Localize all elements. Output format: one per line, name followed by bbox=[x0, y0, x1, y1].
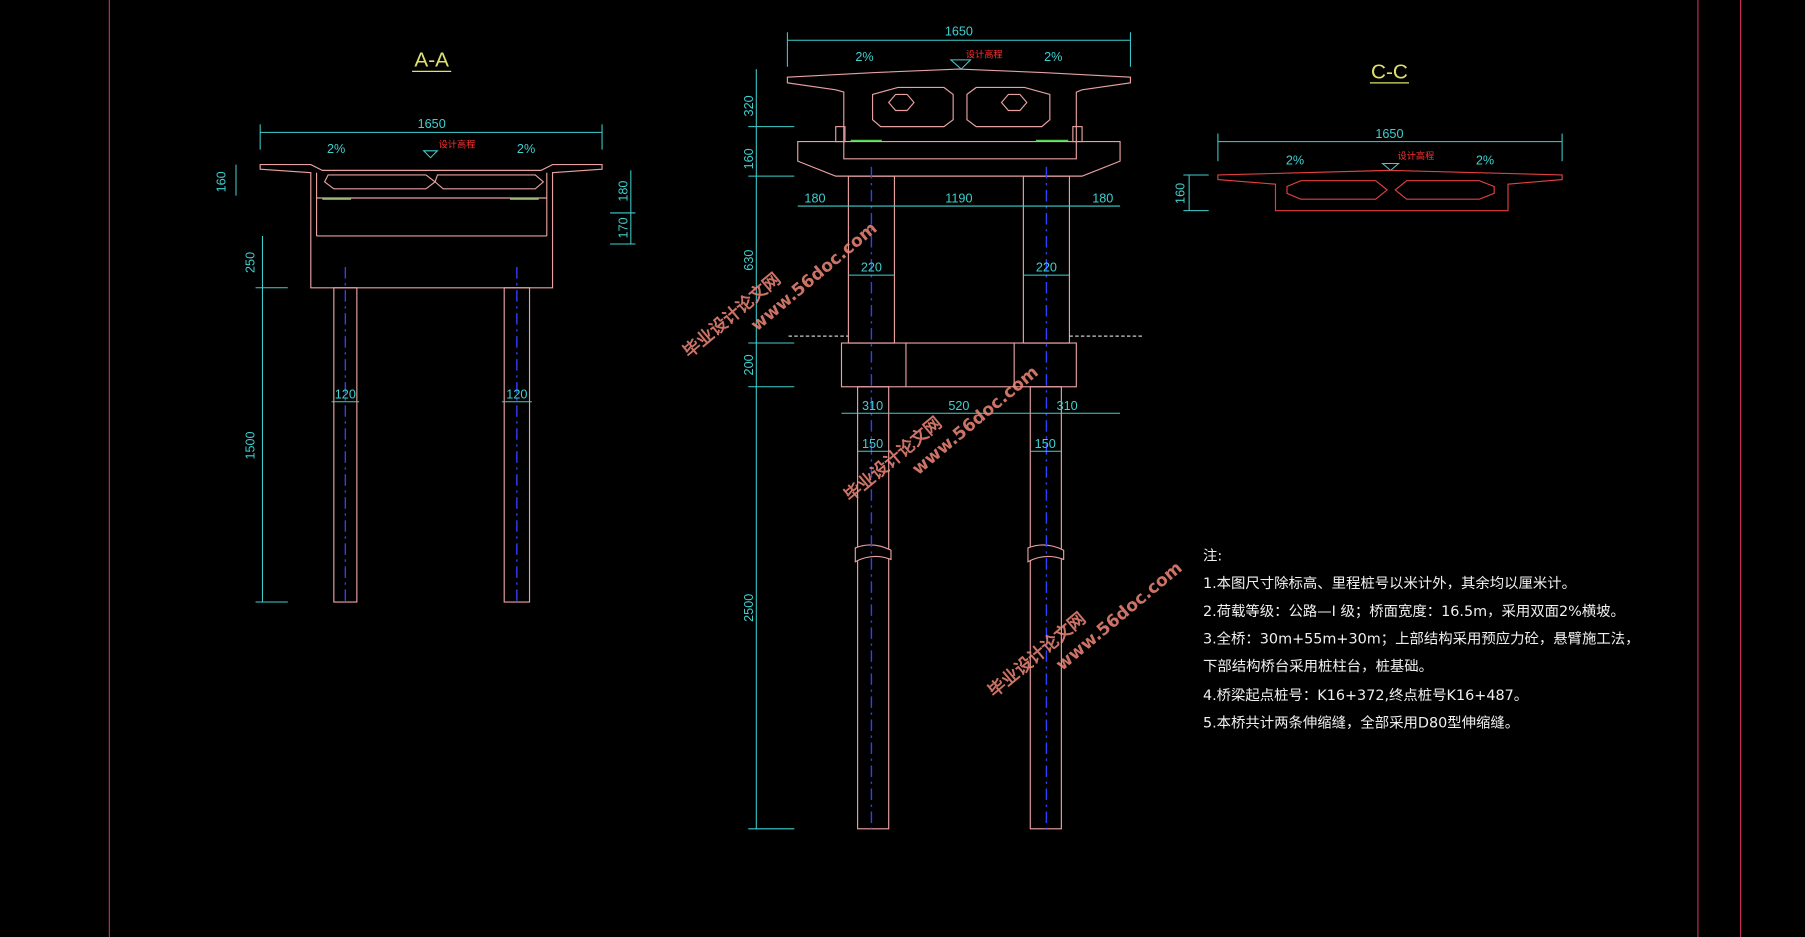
note-item: 4.桥梁起点桩号：K16+372,终点桩号K16+487。 bbox=[1203, 687, 1528, 704]
slope-left: 2% bbox=[1286, 154, 1304, 168]
pile-left bbox=[333, 287, 358, 603]
note-item: 1.本图尺寸除标高、里程桩号以米计外，其余均以厘米计。 bbox=[1203, 574, 1576, 592]
slope-left: 2% bbox=[327, 142, 345, 156]
dim-170: 170 bbox=[616, 217, 630, 238]
design-elevation-label: 设计高程 bbox=[966, 49, 1003, 61]
dim-width: 1650 bbox=[418, 117, 446, 131]
dim-footing-left: 310 bbox=[862, 399, 883, 413]
slope-left: 2% bbox=[855, 50, 873, 64]
dim-180: 180 bbox=[616, 181, 630, 202]
dim-pile-left: 120 bbox=[335, 387, 356, 401]
section-cc: C-C 1650 2% 2% 设计高程 160 bbox=[1174, 60, 1563, 212]
watermark: 毕业设计论文网 www.56doc.com 毕业设计论文网 www.56doc.… bbox=[679, 218, 1187, 701]
slope-right: 2% bbox=[1044, 50, 1062, 64]
dim-250: 250 bbox=[243, 252, 257, 273]
dim-column-left: 220 bbox=[861, 261, 882, 275]
dim-200: 200 bbox=[742, 354, 756, 375]
slope-right: 2% bbox=[1476, 154, 1494, 168]
dim-160: 160 bbox=[1174, 183, 1188, 204]
dim-column-right: 220 bbox=[1036, 261, 1057, 275]
dim-630: 630 bbox=[742, 250, 756, 271]
dim-1500: 1500 bbox=[243, 431, 257, 459]
dim-160: 160 bbox=[215, 171, 229, 192]
design-elevation-label: 设计高程 bbox=[439, 138, 476, 150]
pile-right bbox=[503, 287, 531, 603]
dim-pile-right: 120 bbox=[506, 387, 527, 401]
dim-pile-right: 150 bbox=[1035, 437, 1056, 451]
dim-160: 160 bbox=[742, 148, 756, 169]
dim-cap-right: 180 bbox=[1092, 192, 1113, 206]
dim-width: 1650 bbox=[945, 25, 973, 39]
note-item: 2.荷载等级：公路—I 级；桥面宽度：16.5m，采用双面2%横坡。 bbox=[1203, 602, 1625, 620]
dim-footing-right: 310 bbox=[1057, 399, 1078, 413]
section-aa: A-A 1650 2% 2% 设计高程 160 250 1500 180 170… bbox=[215, 49, 636, 603]
dim-width: 1650 bbox=[1375, 127, 1403, 141]
dim-footing-middle: 520 bbox=[948, 399, 969, 413]
dim-pile-left: 150 bbox=[862, 437, 883, 451]
footing bbox=[840, 342, 1077, 388]
section-cc-title: C-C bbox=[1371, 60, 1408, 83]
notes-heading: 注: bbox=[1203, 548, 1222, 565]
dim-cap-middle: 1190 bbox=[945, 192, 972, 206]
section-aa-title: A-A bbox=[414, 49, 449, 72]
slope-right: 2% bbox=[517, 142, 535, 156]
note-item: 下部结构桥台采用桩柱台，桩基础。 bbox=[1203, 658, 1433, 675]
notes: 注: 1.本图尺寸除标高、里程桩号以米计外，其余均以厘米计。 2.荷载等级：公路… bbox=[1203, 548, 1640, 732]
note-item: 5.本桥共计两条伸缩缝，全部采用D80型伸缩缝。 bbox=[1203, 713, 1519, 731]
note-item: 3.全桥：30m+55m+30m；上部结构采用预应力砼，悬臂施工法， bbox=[1203, 629, 1640, 647]
dim-2500: 2500 bbox=[742, 594, 756, 622]
dim-320: 320 bbox=[742, 95, 756, 116]
design-elevation-label: 设计高程 bbox=[1398, 150, 1435, 162]
dim-cap-left: 180 bbox=[804, 192, 825, 206]
pile-left bbox=[857, 386, 890, 830]
pier-elevation: 1650 2% 2% 设计高程 320 160 630 200 2500 180… bbox=[742, 25, 1144, 830]
